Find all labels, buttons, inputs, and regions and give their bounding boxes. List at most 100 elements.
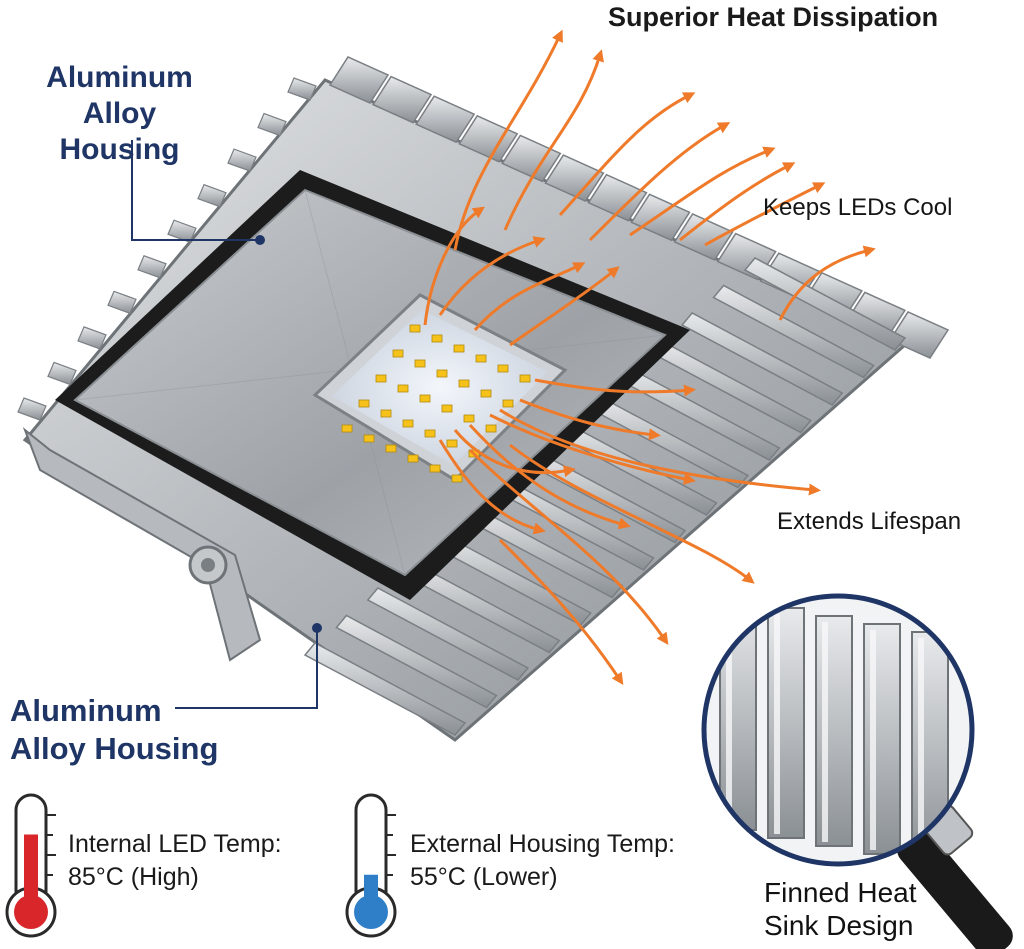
zoom-fin [719, 599, 757, 831]
external-temp-caption: External Housing Temp: [410, 830, 675, 858]
heat-sink-fin [287, 77, 317, 101]
keeps-leds-cool-label: Keeps LEDs Cool [763, 194, 953, 221]
internal-temp-value: 85°C (High) [68, 863, 199, 891]
leader-lines [131, 140, 322, 709]
heat-sink-fin [501, 134, 562, 183]
leader-line-top [131, 140, 260, 241]
led-chip [497, 364, 509, 373]
led-chip [429, 464, 441, 473]
led-chip [358, 399, 370, 408]
led-chip [409, 324, 421, 333]
mount-bracket [22, 426, 262, 662]
zoom-fin [863, 623, 901, 855]
heat-sink-fin [257, 112, 287, 137]
led-chip [407, 454, 419, 463]
heat-arrow [534, 378, 696, 397]
heat-arrow [679, 162, 796, 242]
extends-lifespan-label: Extends Lifespan [777, 508, 962, 535]
finned-heat-sink-label: Finned Heat Sink Design [764, 876, 954, 942]
zoom-fin-highlight [822, 622, 828, 842]
heat-arrow [503, 49, 604, 231]
heat-arrow [473, 262, 586, 331]
heat-sink-fin [415, 95, 476, 144]
led-chip [380, 409, 392, 418]
heat-sink-fin [366, 587, 530, 681]
housing-label-top-line2: Housing [59, 133, 180, 166]
finned-heat-sink-line2: Sink Design [764, 910, 914, 941]
led-chip [502, 399, 514, 408]
led-chip [453, 344, 465, 353]
housing-label-top: Aluminum Alloy Housing [12, 60, 227, 168]
led-chip [392, 349, 404, 358]
led-module [312, 293, 568, 483]
heat-sink-fin [167, 219, 197, 243]
heat-sink-fin [371, 75, 433, 124]
heat-arrow [489, 413, 696, 485]
led-chip [375, 374, 387, 383]
zoom-fin-highlight [918, 638, 924, 858]
led-chip-grid [341, 324, 531, 483]
heat-arrow [519, 398, 661, 441]
led-chip [446, 439, 458, 448]
led-chip [480, 389, 492, 398]
heat-arrow [778, 245, 876, 321]
heat-arrow [423, 206, 485, 326]
zoom-fin [815, 615, 853, 847]
heat-arrow [704, 182, 826, 247]
led-glass [332, 310, 548, 465]
zoom-fin-highlight [774, 614, 780, 834]
external-temp-label: External Housing Temp: 55°C (Lower) [410, 828, 675, 894]
led-chip [414, 359, 426, 368]
heat-sink-fin [47, 361, 77, 386]
heat-sink-fin [328, 56, 390, 104]
led-chip [485, 424, 497, 433]
heat-sink-fin [888, 311, 950, 359]
led-chip [419, 394, 431, 403]
magnifier-rim [701, 593, 975, 867]
led-chip [385, 444, 397, 453]
leader-line-bottom [175, 628, 318, 709]
heat-sink-fin [680, 312, 844, 406]
heat-arrow [509, 443, 755, 584]
thermometer-internal [5, 793, 57, 938]
led-chip [519, 374, 531, 383]
led-chip [397, 384, 409, 393]
zoom-fin [767, 607, 805, 839]
heat-dissipation-title: Superior Heat Dissipation [608, 2, 939, 32]
internal-temp-label: Internal LED Temp: 85°C (High) [68, 828, 282, 894]
housing-label-top-line1: Aluminum Alloy [46, 61, 193, 130]
led-chip [341, 424, 353, 433]
housing-label-bottom: Aluminum Alloy Housing [10, 692, 230, 768]
heat-arrow [468, 448, 669, 645]
heat-arrow [468, 423, 631, 530]
heat-sink-fin [335, 614, 498, 709]
heat-sink-fin [227, 148, 257, 172]
heat-flow-arrows [423, 29, 876, 685]
heat-arrow [509, 266, 620, 347]
housing-label-bottom-line1: Aluminum [10, 693, 162, 728]
heat-arrow [498, 538, 624, 685]
heat-arrow [438, 236, 546, 316]
heat-arrow [453, 429, 576, 478]
heat-sink-fin [544, 154, 605, 203]
external-temp-value: 55°C (Lower) [410, 863, 558, 891]
fins-left [17, 77, 317, 421]
led-chip [451, 474, 463, 483]
heat-arrow [558, 92, 696, 217]
heat-arrow [438, 439, 546, 535]
heat-arrow [588, 122, 731, 242]
zoom-fin-highlight [726, 606, 732, 826]
heat-arrow [499, 408, 821, 496]
heat-sink-fin [673, 212, 734, 261]
finned-heat-sink-line1: Finned Heat [764, 877, 917, 908]
heat-sink-fin [303, 642, 467, 736]
led-chip [363, 434, 375, 443]
heat-sink-fin [137, 255, 167, 279]
led-chip [431, 334, 443, 343]
housing-label-bottom-line2: Alloy Housing [10, 731, 219, 766]
led-chip [463, 414, 475, 423]
heat-sink-fin [458, 114, 519, 163]
magnifier-handle [897, 828, 1013, 949]
led-chip [436, 369, 448, 378]
